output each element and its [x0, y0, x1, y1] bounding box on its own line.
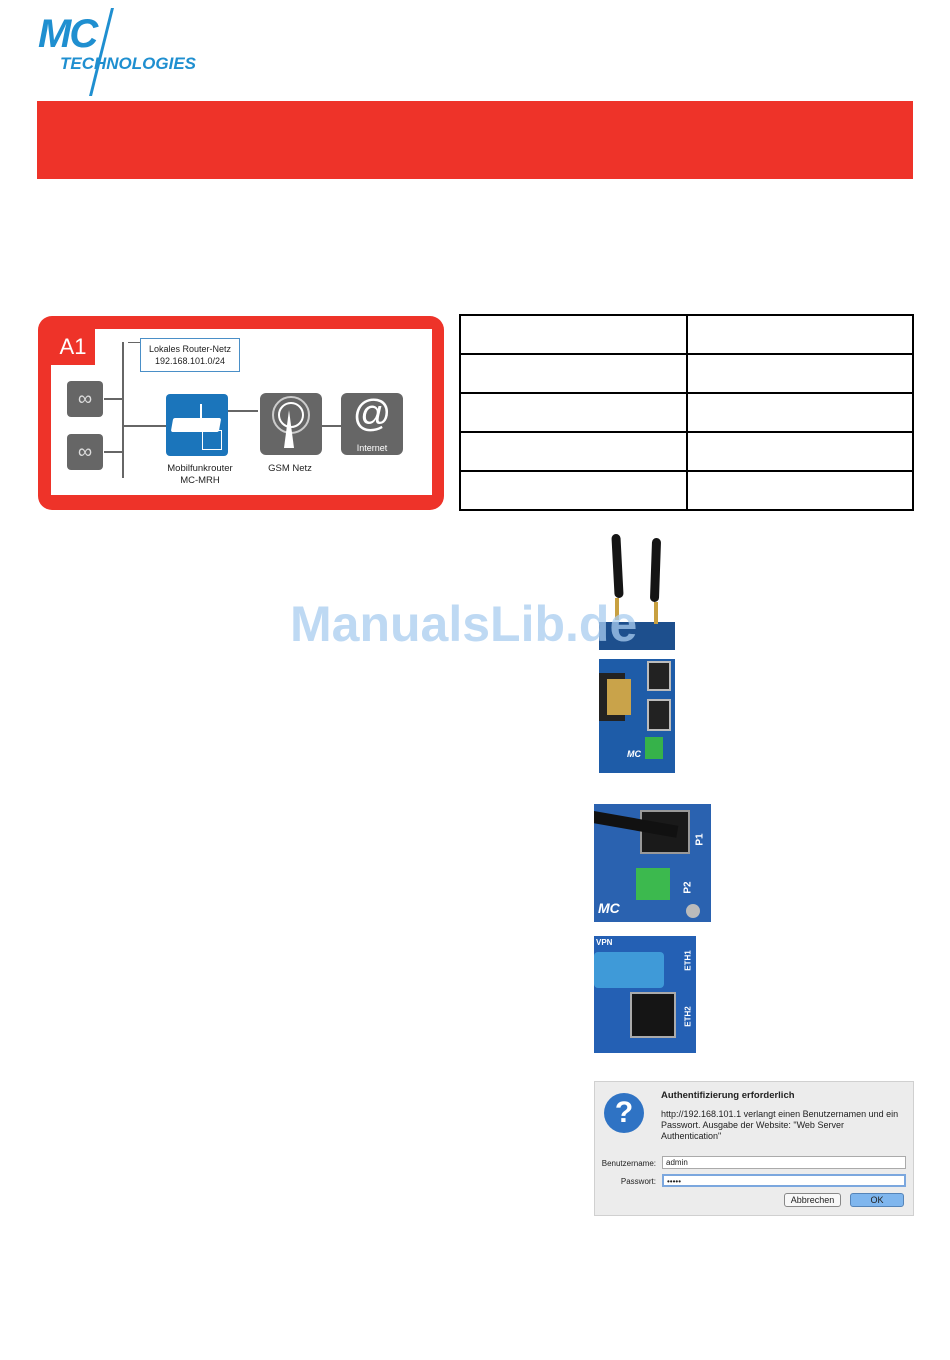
table-cell	[459, 431, 688, 472]
client-device-icon: ∞	[67, 381, 103, 417]
table-row	[459, 431, 914, 472]
table-cell	[459, 314, 688, 355]
eth-port-photo: VPN ETH1 ETH2	[594, 936, 696, 1053]
network-label-box: Lokales Router-Netz 192.168.101.0/24	[140, 338, 240, 372]
table-cell	[459, 392, 688, 433]
table-row	[459, 353, 914, 394]
internet-tile	[341, 393, 403, 455]
internet-icon: @	[352, 393, 392, 435]
port-label-eth2: ETH2	[683, 1006, 693, 1027]
antenna-icon	[611, 533, 624, 599]
gsm-internet-line	[322, 425, 341, 427]
client-2-line	[104, 451, 124, 453]
antenna-icon	[649, 537, 662, 603]
router-caption: Mobilfunkrouter MC-MRH	[167, 463, 233, 486]
table-cell	[459, 470, 688, 511]
table-row	[459, 392, 914, 433]
photo-logo: MC	[627, 749, 641, 759]
network-callout-line	[128, 342, 140, 343]
port-label-eth1: ETH1	[683, 950, 693, 971]
table-cell	[685, 431, 914, 472]
table-cell	[685, 470, 914, 511]
antenna-connector	[615, 598, 619, 620]
table-cell	[685, 353, 914, 394]
port-label-p1: P1	[694, 833, 706, 846]
sim-card	[607, 679, 631, 715]
logo-technologies: TECHNOLOGIES	[60, 54, 197, 73]
gsm-caption: GSM Netz	[268, 463, 312, 474]
sim-port-photo: MC	[599, 659, 675, 773]
table-cell	[685, 314, 914, 355]
port-label-p2: P2	[682, 881, 694, 894]
cancel-button[interactable]: Abbrechen	[784, 1193, 841, 1207]
power-terminal	[636, 868, 670, 900]
ethernet-cable	[594, 952, 664, 988]
rj45-port	[647, 661, 671, 691]
header-banner	[37, 101, 913, 179]
table-cell	[685, 392, 914, 433]
watermark: ManualsLib.de	[290, 596, 638, 652]
table-row	[459, 470, 914, 511]
p1-p2-port-photo: P1 P2 MC	[594, 804, 711, 922]
antenna-connector	[654, 602, 658, 624]
password-input[interactable]: •••••	[662, 1174, 906, 1187]
led-label-vpn: VPN	[596, 938, 613, 947]
table-cell	[459, 353, 688, 394]
spec-table	[459, 314, 914, 511]
username-input[interactable]: admin	[662, 1156, 906, 1169]
photo-logo: MC	[598, 900, 620, 916]
network-label: Lokales Router-Netz	[148, 344, 232, 354]
rj45-port	[630, 992, 676, 1038]
auth-message: http://192.168.101.1 verlangt einen Benu…	[661, 1109, 899, 1141]
router-link-line	[124, 425, 166, 427]
screw	[686, 904, 700, 918]
power-terminal	[645, 737, 663, 759]
auth-title: Authentifizierung erforderlich	[661, 1090, 795, 1101]
rj45-port	[647, 699, 671, 731]
network-subnet: 192.168.101.0/24	[154, 356, 226, 366]
client-1-line	[104, 398, 124, 400]
username-label: Benutzername:	[601, 1159, 656, 1168]
scenario-tag: A1	[51, 329, 95, 365]
lan-bus-line	[122, 342, 124, 478]
router-sim-icon	[202, 430, 222, 450]
password-label: Passwort:	[620, 1177, 656, 1186]
gsm-tower-icon	[284, 410, 294, 448]
device-edge	[599, 622, 675, 650]
ok-button[interactable]: OK	[850, 1193, 904, 1207]
logo-mc: MC	[38, 12, 98, 56]
table-row	[459, 314, 914, 355]
router-antenna-icon	[200, 404, 202, 418]
question-icon: ?	[604, 1093, 644, 1133]
client-device-icon: ∞	[67, 434, 103, 470]
antenna-photo	[599, 532, 675, 650]
router-gsm-line	[228, 410, 258, 412]
internet-caption: Internet	[356, 443, 388, 453]
